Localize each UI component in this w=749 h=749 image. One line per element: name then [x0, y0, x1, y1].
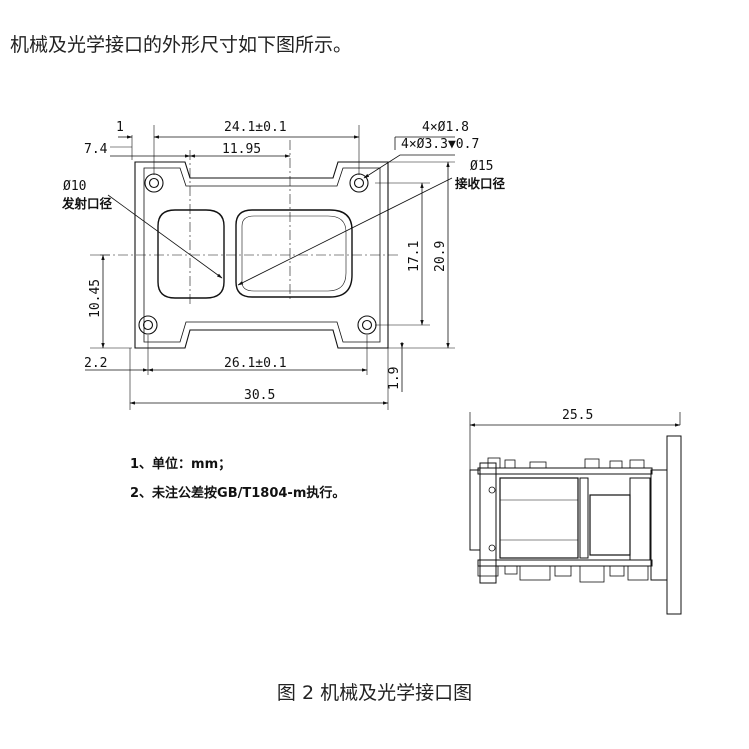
mounting-hole-bl [138, 315, 158, 335]
dim-24-1: 24.1±0.1 [224, 120, 287, 135]
note-1: 1、单位：mm； [130, 456, 231, 472]
dim-hole-2: 4×Ø3.3▼0.7 [401, 137, 479, 152]
dim-11-95: 11.95 [222, 142, 261, 157]
label-receive-port: 接收口径 [455, 176, 506, 191]
dim-phi10: Ø10 [63, 179, 86, 194]
note-2: 2、未注公差按GB/T1804-m执行。 [130, 485, 345, 501]
emit-aperture [157, 209, 225, 299]
front-view [85, 125, 455, 410]
mounting-hole-br [357, 315, 377, 335]
dim-1: 1 [116, 120, 124, 135]
figure-caption: 图 2 机械及光学接口图 [276, 682, 473, 704]
dim-17-1: 17.1 [407, 241, 422, 272]
dim-2-2: 2.2 [84, 356, 107, 371]
dim-26-1: 26.1±0.1 [224, 356, 287, 371]
receive-aperture [235, 209, 353, 298]
side-view [469, 412, 682, 615]
dim-30-5: 30.5 [244, 388, 275, 403]
label-emit-port: 发射口径 [61, 196, 113, 211]
dim-10-45: 10.45 [88, 279, 103, 318]
plate-inner-outline [143, 167, 381, 343]
dim-phi15: Ø15 [470, 159, 493, 174]
mounting-hole-tl [144, 173, 164, 193]
dim-1-9: 1.9 [387, 367, 402, 390]
dim-hole-1: 4×Ø1.8 [422, 120, 469, 135]
dim-25-5: 25.5 [562, 408, 593, 423]
dim-20-9: 20.9 [433, 241, 448, 272]
intro-text: 机械及光学接口的外形尺寸如下图所示。 [10, 34, 353, 56]
dim-7-4: 7.4 [84, 142, 108, 157]
